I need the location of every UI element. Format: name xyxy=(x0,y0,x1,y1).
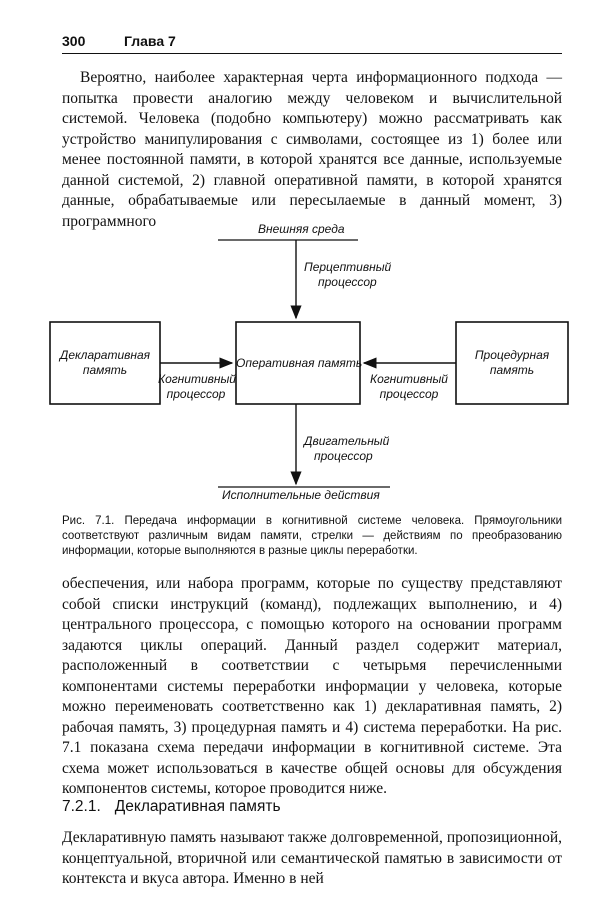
cognitive-processor-left-label: Когнитивный процессор xyxy=(158,372,236,402)
perceptual-processor-label: Перцептивный процессор xyxy=(304,260,391,290)
cognitive-right-line-2: процессор xyxy=(379,387,439,401)
paragraph-1: Вероятно, наиболее характерная черта инф… xyxy=(62,69,562,230)
section-title: Декларативная память xyxy=(114,798,281,815)
paragraph-3: Декларативную память называют также долг… xyxy=(62,829,562,887)
declarative-memory-label: Декларативная память xyxy=(50,348,160,378)
working-memory-box xyxy=(235,321,361,405)
motor-processor-line-2: процессор xyxy=(314,449,373,463)
section-number: 7.2.1. xyxy=(62,798,101,815)
perceptual-processor-line-1: Перцептивный xyxy=(304,260,392,274)
working-memory-label: Оперативная память xyxy=(236,356,363,370)
external-environment-label: Внешняя среда xyxy=(258,222,345,236)
diagram-lines xyxy=(49,239,569,488)
page-number: 300 xyxy=(62,33,86,49)
cognitive-right-line-1: Когнитивный xyxy=(370,372,448,386)
figure-7-1-diagram: Внешняя среда Перцептивный процессор Дек… xyxy=(40,220,580,510)
declarative-memory-line-2: память xyxy=(82,363,128,377)
cognitive-processor-right-label: Когнитивный процессор xyxy=(366,372,452,402)
running-header: 300 Глава 7 xyxy=(62,33,562,54)
section-heading: 7.2.1. Декларативная память xyxy=(62,798,281,816)
executive-actions-label: Исполнительные действия xyxy=(222,488,380,502)
paragraph-2: обеспечения, или набора программ, которы… xyxy=(62,575,562,797)
motor-processor-line-1: Двигательный xyxy=(304,434,390,448)
figure-caption: Рис. 7.1. Передача информации в когнитив… xyxy=(62,515,562,557)
cognitive-left-line-1: Когнитивный xyxy=(158,372,236,386)
cognitive-left-line-2: процессор xyxy=(166,387,226,401)
procedural-memory-line-2: память xyxy=(489,363,535,377)
procedural-memory-label: Процедурная память xyxy=(456,348,568,378)
procedural-memory-line-1: Процедурная xyxy=(474,348,550,362)
declarative-memory-line-1: Декларативная xyxy=(59,348,151,362)
motor-processor-label: Двигательный процессор xyxy=(304,434,389,464)
perceptual-processor-line-2: процессор xyxy=(318,275,377,289)
chapter-title: Глава 7 xyxy=(124,33,176,49)
